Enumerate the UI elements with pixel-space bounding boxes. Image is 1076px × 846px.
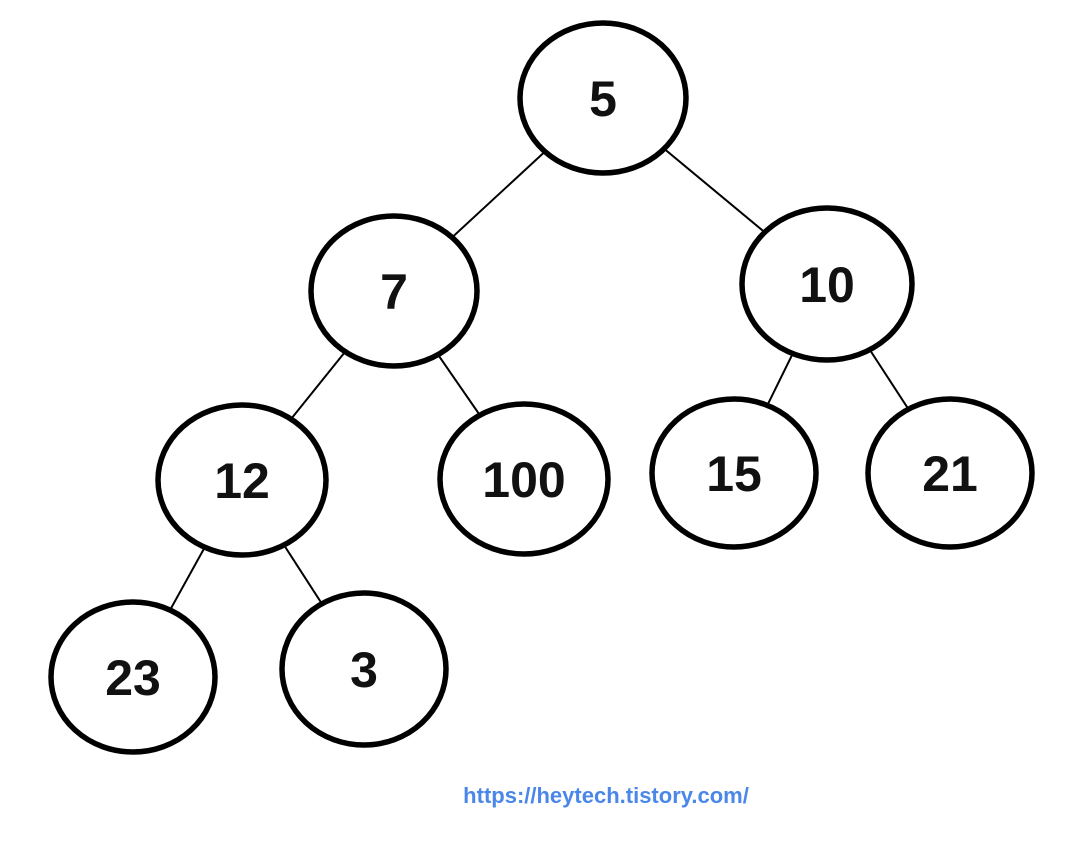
node-100-circle	[437, 401, 611, 557]
node-15-label: 15	[706, 446, 762, 502]
node-21-circle	[865, 396, 1035, 550]
tree-node-21: 21	[865, 396, 1035, 550]
node-100-label: 100	[482, 452, 565, 508]
node-12-label: 12	[214, 453, 270, 509]
node-7-circle	[308, 213, 480, 369]
tree-node-7: 7	[308, 213, 480, 369]
node-7-label: 7	[380, 264, 408, 320]
tree-node-3-highlighted: 3	[279, 590, 449, 748]
node-5-circle	[517, 20, 689, 176]
node-10-circle	[739, 205, 915, 363]
tree-node-12: 12	[155, 402, 329, 558]
tree-node-5: 5	[517, 20, 689, 176]
tree-node-100: 100	[437, 401, 611, 557]
tree-node-10: 10	[739, 205, 915, 363]
node-21-label: 21	[922, 446, 978, 502]
watermark-url: https://heytech.tistory.com/	[463, 783, 749, 808]
node-5-label: 5	[589, 71, 617, 127]
node-12-circle	[155, 402, 329, 558]
tree-node-23: 23	[48, 599, 218, 755]
node-3-label: 3	[350, 642, 378, 698]
node-3-circle	[279, 590, 449, 748]
node-23-label: 23	[105, 650, 161, 706]
node-15-circle	[649, 396, 819, 550]
node-23-circle	[48, 599, 218, 755]
node-10-label: 10	[799, 257, 855, 313]
tree-node-15: 15	[649, 396, 819, 550]
tree-edges	[132, 97, 951, 678]
